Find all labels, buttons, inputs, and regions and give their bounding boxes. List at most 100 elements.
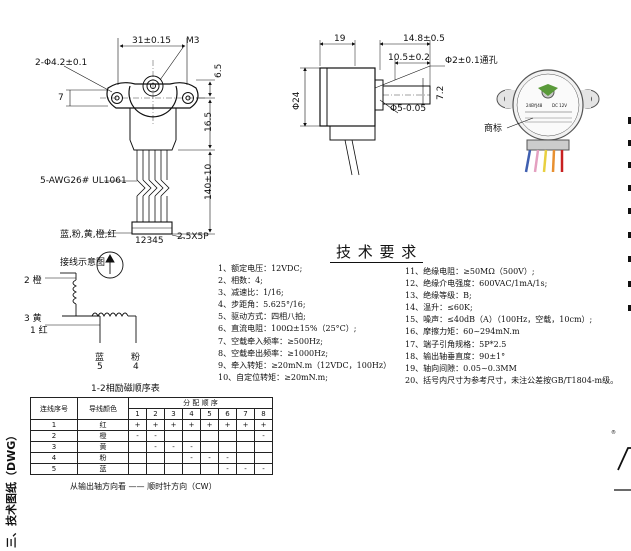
spec-item: 5、驱动方式：四相八拍; (218, 312, 306, 322)
dim-6-5-label: 6.5 (214, 63, 224, 78)
side-title: 三、技术图纸（DWG） (5, 429, 18, 548)
step-header: 5 (200, 408, 219, 420)
spec-item: 10、自定位转矩：≥20mN.m; (218, 372, 328, 382)
sequence-cell: + (182, 419, 201, 431)
sequence-cell: + (254, 419, 273, 431)
sequence-cell (236, 441, 255, 453)
wiring-label-2: 2 橙 (24, 276, 42, 286)
sequence-cell: - (200, 452, 219, 464)
spec-item: 19、轴向间隙：0.05~0.3MM (405, 363, 517, 373)
photo-model-text: 24BYJ48 (526, 103, 543, 108)
wiring-label-3: 3 黄 (24, 314, 42, 324)
sequence-cell (128, 452, 147, 464)
row-color: 红 (77, 419, 129, 431)
sequence-cell: + (146, 419, 165, 431)
row-color: 橙 (77, 430, 129, 442)
wiring-diagram (45, 251, 137, 343)
spec-item: 14、温升：≤60K; (405, 303, 473, 313)
wiring-bottom-num-1: 4 (133, 362, 139, 372)
dim-14-8-label: 14.8±0.5 (403, 34, 445, 44)
sequence-footer: 从输出轴方向看 —— 顺时针方向（CW） (70, 482, 217, 491)
sequence-cell (236, 430, 255, 442)
trademark-label: 商标 (484, 124, 503, 134)
photo-voltage-text: DC 12V (552, 103, 567, 108)
spec-item: 20、括号内尺寸为参考尺寸，未注公差按GB/T1804-m级。 (405, 375, 619, 385)
sequence-cell (146, 452, 165, 464)
spec-item: 12、绝缘介电强度：600VAC/1mA/1s; (405, 279, 548, 289)
wiring-bottom-color-1: 粉 (131, 353, 141, 363)
dim-10-5-label: 10.5±0.2 (388, 53, 430, 63)
sequence-cell: + (128, 419, 147, 431)
step-header: 1 (128, 408, 147, 420)
dim-19-label: 19 (334, 34, 346, 44)
sequence-cell: + (200, 419, 219, 431)
wiring-bottom-num-0: 5 (97, 362, 103, 372)
sequence-cell: - (146, 441, 165, 453)
dim-16-5-label: 16.5 (204, 111, 214, 132)
svg-text:®: ® (611, 429, 616, 436)
sequence-cell: + (236, 419, 255, 431)
row-no: 4 (30, 452, 78, 464)
sequence-cell: + (164, 419, 183, 431)
specs-title: 技 术 要 求 (330, 241, 424, 263)
step-header: 8 (254, 408, 273, 420)
spec-item: 8、空载牵出频率：≥1000Hz; (218, 348, 329, 358)
sequence-cell (236, 452, 255, 464)
sequence-cell (200, 441, 219, 453)
sequence-cell (254, 441, 273, 453)
sequence-cell (164, 463, 183, 475)
specs-right-list: 11、绝缘电阻：≥50MΩ（500V）; 12、绝缘介电强度：600VAC/1m… (405, 266, 618, 387)
step-header: 7 (236, 408, 255, 420)
spec-item: 16、摩擦力矩：60~294mN.m (405, 327, 520, 337)
row-color: 粉 (77, 452, 129, 464)
dim-7-2-label: 7.2 (436, 85, 446, 100)
dim-hole-label: 2-Φ4.2±0.1 (35, 58, 88, 68)
header-no: 连线序号 (30, 397, 78, 420)
header-sequence: 分 配 顺 序 (128, 397, 273, 409)
sequence-cell: - (218, 452, 237, 464)
dim-thread-label: M3 (186, 36, 200, 46)
row-no: 2 (30, 430, 78, 442)
sequence-cell (200, 463, 219, 475)
spec-item: 7、空载牵入频率：≥500Hz; (218, 336, 323, 346)
sequence-cell: - (146, 430, 165, 442)
sequence-cell: - (254, 430, 273, 442)
row-color: 蓝 (77, 463, 129, 475)
row-no: 5 (30, 463, 78, 475)
sequence-cell: - (128, 430, 147, 442)
spec-item: 2、相数：4; (218, 276, 263, 286)
wire-colors-label: 蓝,粉,黄,橙,红 (60, 230, 117, 240)
sequence-cell: - (182, 452, 201, 464)
step-header: 3 (164, 408, 183, 420)
row-no: 1 (30, 419, 78, 431)
sequence-cell: - (182, 441, 201, 453)
step-header: 6 (218, 408, 237, 420)
wire-spec-label: 5-AWG26# UL1061 (40, 176, 127, 186)
spec-item: 3、减速比：1/16; (218, 288, 284, 298)
spec-item: 13、绝缘等级：B; (405, 291, 472, 301)
dim-7-label: 7 (58, 93, 64, 103)
sequence-cell: + (218, 419, 237, 431)
row-color: 黄 (77, 441, 129, 453)
spec-item: 11、绝缘电阻：≥50MΩ（500V）; (405, 267, 535, 276)
sequence-cell: - (236, 463, 255, 475)
sequence-cell (182, 430, 201, 442)
motor-photo (496, 69, 600, 173)
sequence-cell: - (218, 463, 237, 475)
wiring-label-1: 1 红 (30, 326, 48, 336)
sequence-cell: - (164, 441, 183, 453)
row-no: 3 (30, 441, 78, 453)
sequence-cell (146, 463, 165, 475)
spec-item: 15、噪声：≤40dB（A）（100Hz，空载，10cm）; (405, 315, 593, 325)
sequence-cell (254, 452, 273, 464)
dim-24-label: Φ24 (292, 91, 302, 110)
spec-item: 1、额定电压：12VDC; (218, 264, 303, 273)
spec-item: 4、步距角：5.625°/16; (218, 300, 306, 310)
specs-left-list: 1、额定电压：12VDC; 2、相数：4; 3、减速比：1/16; 4、步距角：… (218, 263, 391, 384)
sequence-caption: 1-2相励磁顺序表 (91, 384, 160, 394)
